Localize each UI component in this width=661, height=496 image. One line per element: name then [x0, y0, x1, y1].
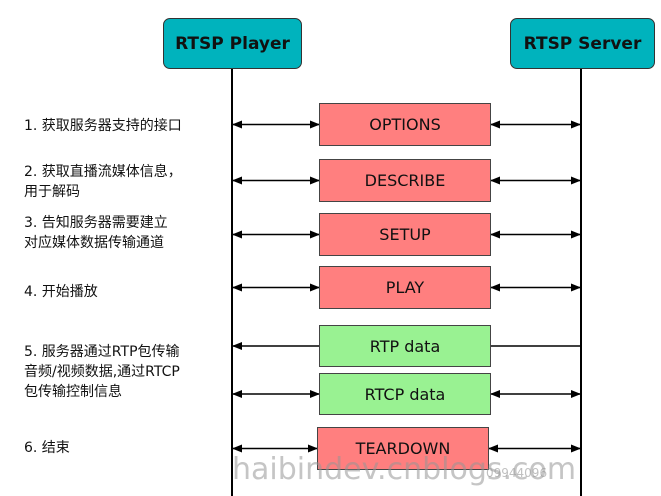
watermark-small: 09944096 — [486, 466, 548, 480]
step-label-3: 3. 告知服务器需要建立 对应媒体数据传输通道 — [24, 215, 168, 251]
message-label: OPTIONS — [369, 115, 441, 134]
actor-server-label: RTSP Server — [523, 33, 642, 54]
message-rtp-data: RTP data — [319, 325, 491, 367]
message-options: OPTIONS — [319, 103, 491, 146]
message-label: SETUP — [379, 225, 431, 244]
step-label-7: 6. 结束 — [24, 440, 70, 456]
message-label: RTCP data — [364, 384, 446, 404]
message-label: RTP data — [369, 336, 441, 356]
message-label: PLAY — [385, 278, 425, 297]
step-label-2: 2. 获取直播流媒体信息， 用于解码 — [24, 164, 182, 200]
actor-player: RTSP Player — [163, 18, 302, 69]
step-label-1: 1. 获取服务器支持的接口 — [24, 118, 182, 134]
step-label-4: 4. 开始播放 — [24, 284, 98, 300]
watermark: haibindev.cnblogs.com — [232, 452, 577, 487]
message-play: PLAY — [319, 266, 491, 309]
actor-player-label: RTSP Player — [175, 33, 290, 54]
message-teardown: TEARDOWN — [317, 427, 489, 470]
message-label: DESCRIBE — [364, 171, 446, 190]
message-rtcp-data: RTCP data — [319, 373, 491, 415]
step-label-5: 5. 服务器通过RTP包传输 音频/视频数据,通过RTCP 包传输控制信息 — [24, 344, 180, 400]
message-label: TEARDOWN — [355, 439, 451, 458]
message-describe: DESCRIBE — [319, 159, 491, 202]
actor-server: RTSP Server — [510, 18, 655, 69]
message-setup: SETUP — [319, 213, 491, 256]
